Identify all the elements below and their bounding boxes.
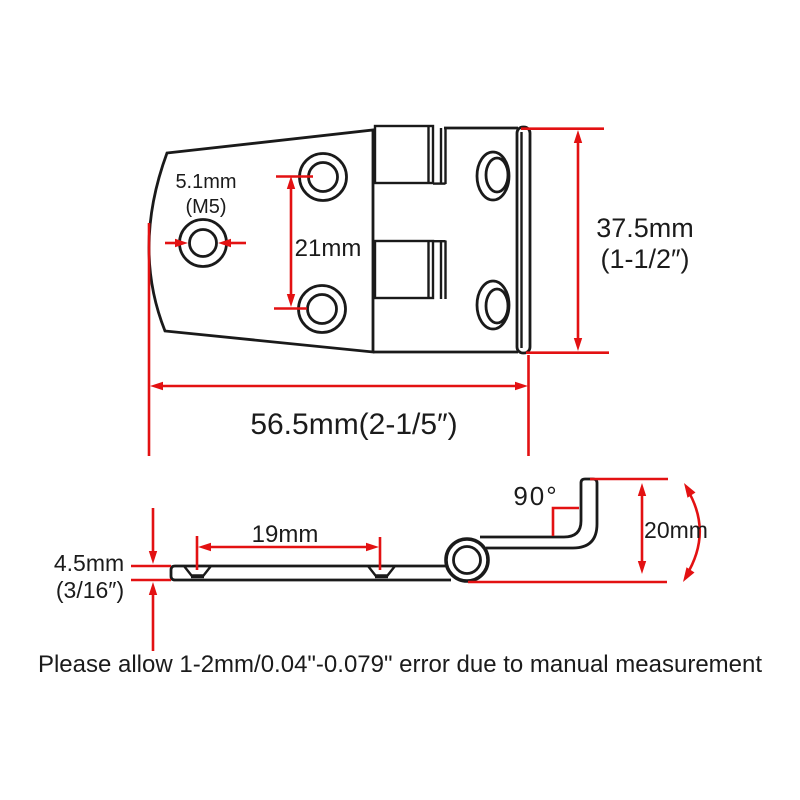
arrowhead — [573, 130, 583, 143]
arrowhead — [573, 338, 583, 351]
barrel-pin — [452, 545, 482, 575]
top-view-drawing: 5.1mm (M5) 21mm 37.5mm (1-1/2″) 56.5mm(2… — [147, 124, 694, 456]
right-top-hole-inner — [484, 156, 510, 194]
label-height-mm: 37.5mm — [596, 213, 694, 243]
right-leaf-holes — [475, 150, 511, 331]
rotation-arrow — [683, 483, 702, 582]
bottom-slot — [373, 239, 435, 300]
arrowhead — [148, 582, 158, 595]
right-bottom-hole-inner — [484, 287, 510, 325]
arrowhead — [637, 483, 647, 496]
arrowhead — [683, 567, 695, 582]
plate-outline — [169, 564, 451, 582]
label-thickness-mm: 4.5mm — [54, 550, 124, 576]
measurement-tolerance-note: Please allow 1-2mm/0.04"-0.079" error du… — [38, 651, 762, 678]
rotation-arc — [684, 488, 702, 577]
dim-flange-height-20 — [468, 477, 668, 584]
arrowhead — [148, 551, 158, 564]
label-width: 56.5mm(2-1/5″) — [250, 408, 457, 441]
dim-hole-spacing-21 — [274, 175, 313, 310]
flange-arm-outline — [480, 477, 599, 550]
top-slot — [373, 124, 435, 185]
countersink-hole-left — [183, 565, 212, 579]
left-bottom-hole-inner — [306, 293, 338, 325]
label-flange-height: 20mm — [644, 517, 708, 543]
m5-hole-inner — [188, 228, 218, 258]
dim-height-37-5 — [521, 127, 609, 355]
right-leaf — [373, 125, 532, 355]
dim-hole-spacing-19 — [195, 536, 382, 570]
dim-thickness-4-5 — [131, 508, 171, 651]
arrowhead — [286, 294, 296, 307]
barrel-outer — [444, 537, 490, 583]
arrowhead — [218, 238, 231, 248]
label-hole-thread: (M5) — [185, 196, 226, 218]
label-hole-diameter: 5.1mm — [175, 171, 236, 193]
label-height-in: (1-1/2″) — [600, 244, 689, 274]
label-thickness-in: (3/16″) — [56, 577, 124, 603]
arrowhead — [515, 381, 528, 391]
arrowhead — [637, 561, 647, 574]
dim-width-56-5 — [147, 223, 530, 456]
hinge-barrel-strip — [515, 125, 532, 355]
dim-hole-diameter — [165, 238, 246, 248]
label-hole-spacing-21: 21mm — [295, 235, 362, 262]
arrowhead — [175, 238, 188, 248]
label-bend-angle: 90° — [513, 481, 558, 511]
arrowhead — [684, 483, 696, 498]
arrowhead — [198, 542, 211, 552]
side-view-drawing: 4.5mm (3/16″) 19mm 90° 20mm — [54, 477, 708, 651]
arrowhead — [286, 176, 296, 189]
right-angle-mark — [551, 506, 579, 536]
label-hole-spacing-19: 19mm — [252, 521, 319, 548]
arrowhead — [366, 542, 379, 552]
knuckle-slots — [373, 124, 447, 300]
countersink-profile — [367, 565, 396, 577]
countersink-hole-right — [367, 565, 396, 579]
arrowhead — [150, 381, 163, 391]
